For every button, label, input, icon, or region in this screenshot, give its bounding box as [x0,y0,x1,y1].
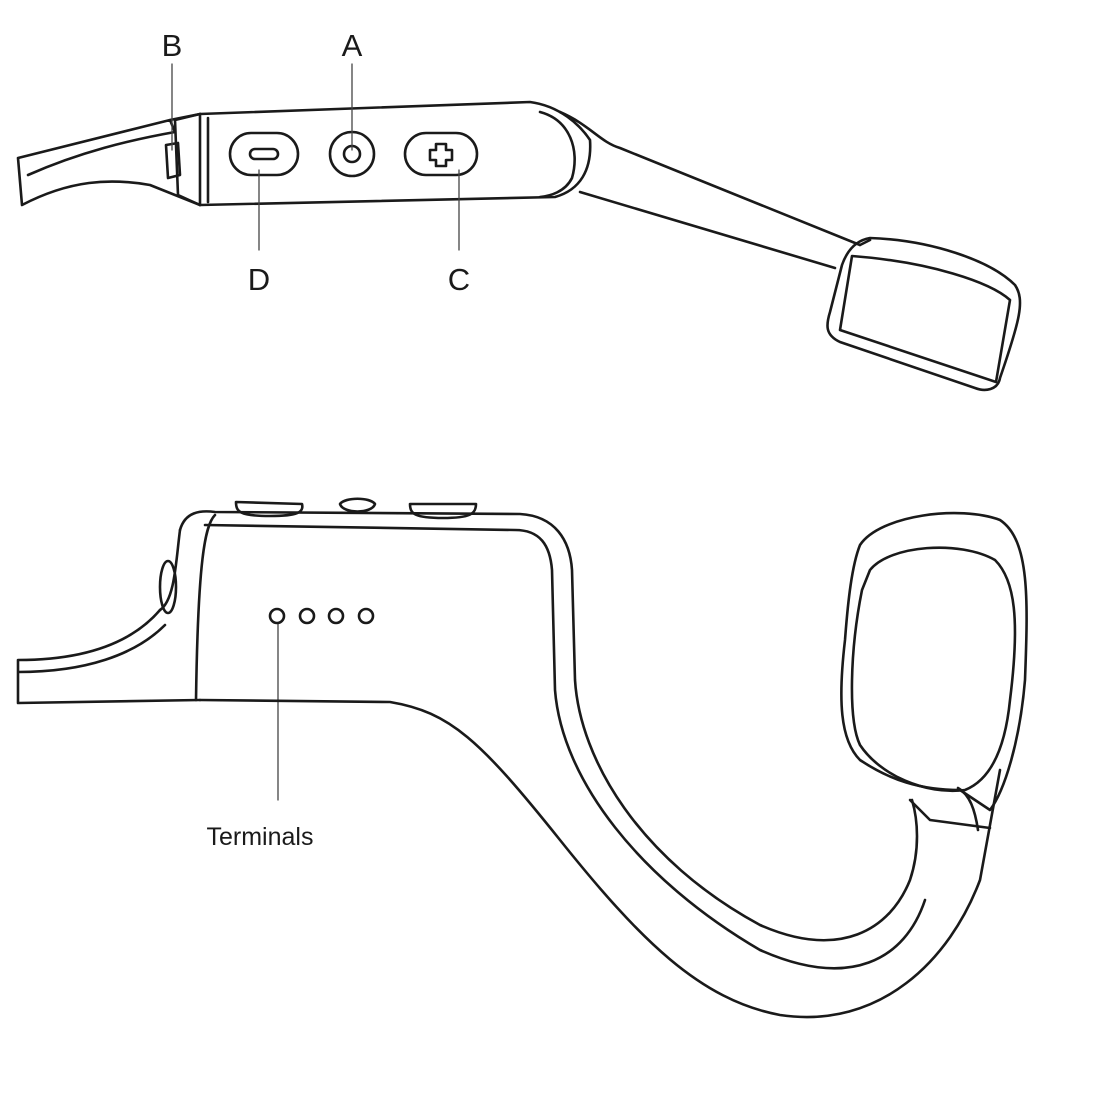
transducer-pad-face [850,546,1017,793]
terminal-4 [357,607,375,625]
plus-icon [428,142,454,168]
side-usb-port [158,559,178,615]
band-side-view [16,608,202,705]
leader-lines [171,63,460,801]
control-module-side [178,510,919,942]
hook-underside [198,698,1002,1019]
side-volume-down-button[interactable] [234,500,304,518]
transducer-pad-side [840,511,1028,812]
label-terminals: Terminals [207,823,314,851]
terminal-2 [298,607,316,625]
module-end-cap [538,110,576,199]
terminal-3 [327,607,345,625]
module-front-edge [158,513,217,702]
side-view [16,497,1028,1019]
transducer-pad-inner [838,254,1012,384]
module-inner-edge [173,112,210,207]
terminal-1 [268,607,286,625]
volume-down-button[interactable] [228,131,300,177]
side-power-button[interactable] [338,497,377,513]
label-c: C [448,262,470,297]
top-view [16,100,1022,392]
label-a: A [342,28,363,63]
minus-icon [248,147,280,161]
label-b: B [162,28,183,63]
band-top-view [16,112,202,207]
transducer-pad-top [826,236,1022,392]
module-inner-outline [203,523,927,970]
usb-port [164,141,182,180]
control-module-top [198,100,592,207]
neck-arm-top [558,110,872,270]
pad-arm-joint [908,786,992,832]
side-volume-up-button[interactable] [408,502,478,520]
label-d: D [248,262,270,297]
volume-up-button[interactable] [403,131,479,177]
